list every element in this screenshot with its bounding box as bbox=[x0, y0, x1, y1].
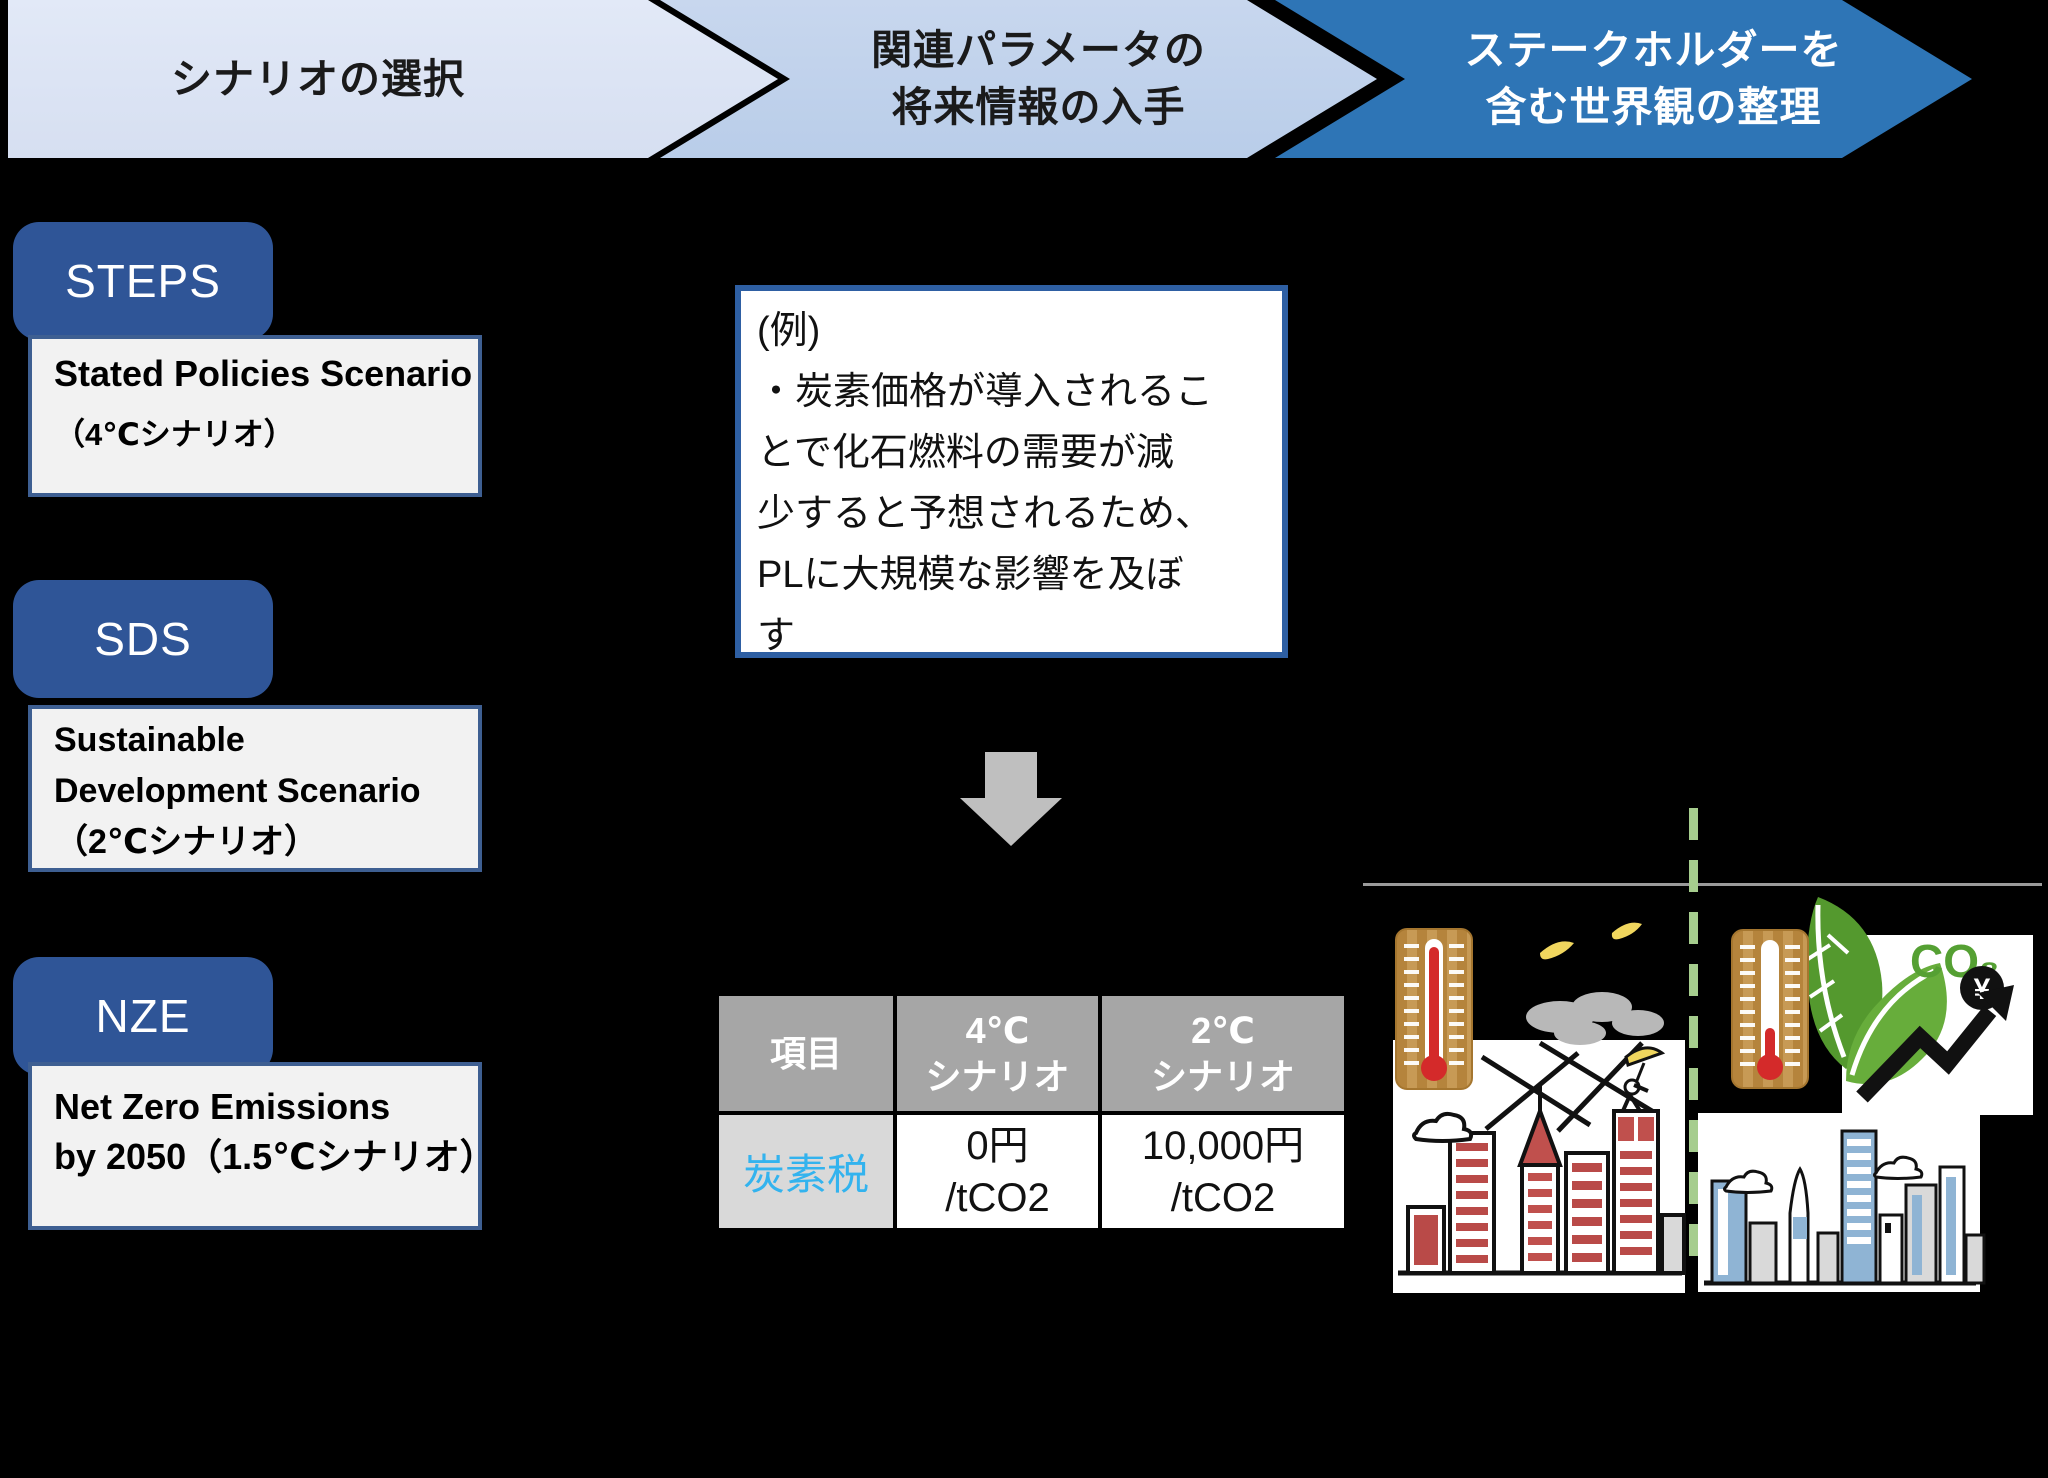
scenario-badge-sds: SDS bbox=[13, 580, 273, 698]
cloud-icon bbox=[1873, 1155, 1924, 1180]
scenario-badge-steps-label: STEPS bbox=[65, 255, 221, 307]
process-step-3-chevron: ステークホルダーを 含む世界観の整理 bbox=[1275, 0, 1972, 158]
scenario-badge-nze: NZE bbox=[13, 957, 273, 1075]
carbon-tax-value-2c: 10,000円 /tCO2 bbox=[1102, 1115, 1344, 1228]
scenario-box-steps: Stated Policies Scenario （4℃シナリオ） bbox=[28, 335, 482, 497]
scenario-badge-nze-label: NZE bbox=[95, 990, 191, 1042]
thermometer-ticks bbox=[1449, 944, 1464, 1074]
scenario-sds-name-line1: Sustainable bbox=[54, 721, 245, 759]
storm-cloud-icon bbox=[1526, 992, 1664, 1045]
process-step-1-chevron: シナリオの選択 bbox=[8, 0, 778, 158]
process-step-2-label: 関連パラメータの 将来情報の入手 bbox=[871, 27, 1206, 130]
thermometer-track bbox=[1421, 939, 1447, 1081]
scenario-box-sds: Sustainable Development Scenario （2℃シナリオ… bbox=[28, 705, 482, 872]
thermometer-mercury-high bbox=[1429, 947, 1439, 1075]
cloud-icon bbox=[1412, 1111, 1474, 1143]
scenario-sds-temp: （2℃シナリオ） bbox=[54, 823, 319, 861]
process-step-1-label: シナリオの選択 bbox=[171, 55, 465, 102]
process-step-3-label: ステークホルダーを 含む世界観の整理 bbox=[1464, 27, 1843, 130]
thermometer-high-icon bbox=[1395, 928, 1473, 1090]
down-arrow-icon bbox=[985, 752, 1037, 800]
hot-city-skyline bbox=[1398, 1083, 1686, 1276]
cloud-icon bbox=[1723, 1169, 1774, 1194]
thermometer-track bbox=[1757, 940, 1783, 1080]
scenario-divider-dashed-line bbox=[1689, 808, 1698, 1270]
example-note-text: (例) ・炭素価格が導入されるこ とで化石燃料の需要が減 少すると予想されるため… bbox=[757, 310, 1214, 657]
down-arrow-head-icon bbox=[960, 798, 1062, 846]
scenario-nze-name-line1: Net Zero Emissions bbox=[54, 1086, 391, 1127]
scenario-steps-temp: （4℃シナリオ） bbox=[54, 417, 295, 452]
table-header-4c: 4℃ シナリオ bbox=[897, 996, 1098, 1111]
scenario-sds-name-line2: Development Scenario bbox=[54, 772, 421, 810]
thermometer-ticks bbox=[1785, 945, 1800, 1073]
economic-growth-arrow-icon bbox=[1856, 985, 2014, 1103]
cool-city-skyline bbox=[1704, 1129, 1986, 1286]
thermometer-ticks bbox=[1740, 945, 1755, 1073]
flying-person-icon bbox=[1620, 1046, 1666, 1114]
carbon-tax-label: 炭素税 bbox=[719, 1115, 893, 1228]
parameter-table: 項目 4℃ シナリオ 2℃ シナリオ 炭素税 0円 /tCO2 10,000円 … bbox=[715, 992, 1348, 1232]
debris-icon bbox=[1540, 941, 1574, 960]
scenario-steps-name: Stated Policies Scenario bbox=[54, 353, 473, 394]
cool-city-illustration: CO₂ ¥ bbox=[1704, 897, 2014, 1286]
table-header-2c: 2℃ シナリオ bbox=[1102, 996, 1344, 1111]
thermometer-ticks bbox=[1404, 944, 1419, 1074]
co2-leaves-icon bbox=[1806, 897, 1947, 1085]
thermometer-low-icon bbox=[1731, 929, 1809, 1089]
thermometer-bulb bbox=[1421, 1055, 1447, 1081]
scenario-nze-name-line2: by 2050（1.5℃シナリオ） bbox=[54, 1136, 496, 1177]
table-header-item: 項目 bbox=[719, 996, 893, 1111]
carbon-tax-value-4c: 0円 /tCO2 bbox=[897, 1115, 1098, 1228]
debris-icon bbox=[1611, 922, 1642, 940]
scenario-box-nze: Net Zero Emissions by 2050（1.5℃シナリオ） bbox=[28, 1062, 496, 1230]
hot-city-illustration bbox=[1398, 922, 1686, 1276]
divider-line bbox=[1363, 883, 2042, 886]
thermometer-mercury-low bbox=[1765, 1028, 1775, 1074]
example-note-box: (例) ・炭素価格が導入されるこ とで化石燃料の需要が減 少すると予想されるため… bbox=[735, 285, 1288, 658]
scenario-badge-sds-label: SDS bbox=[94, 613, 192, 665]
scenario-badge-steps: STEPS bbox=[13, 222, 273, 340]
thermometer-bulb bbox=[1757, 1054, 1783, 1080]
